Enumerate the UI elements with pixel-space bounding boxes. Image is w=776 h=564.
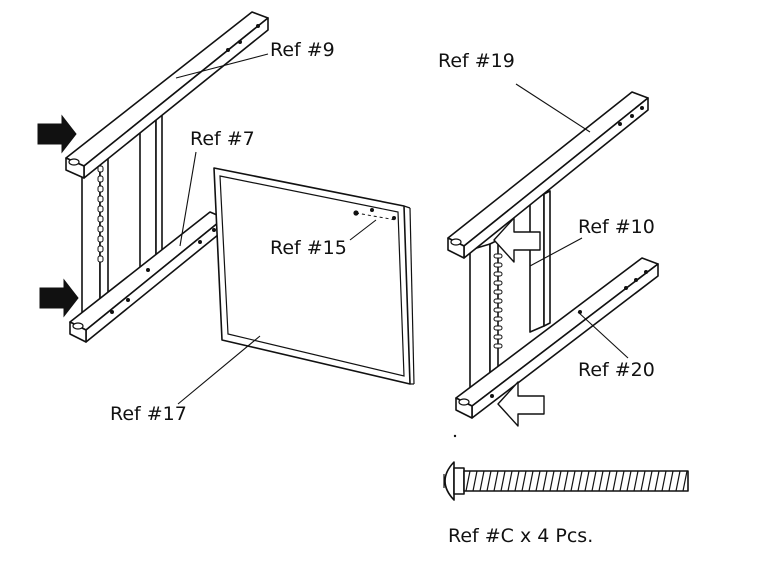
- left-slot-column: [97, 165, 104, 263]
- right-frame-assembly: [447, 91, 659, 427]
- leader-lines: [175, 53, 629, 405]
- label-refC: Ref #C x 4 Pcs.: [448, 525, 593, 547]
- top-rail-ref19: [447, 91, 649, 259]
- top-rail-ref9: [65, 11, 269, 179]
- left-frame-assembly: [37, 11, 269, 343]
- label-ref17: Ref #17: [110, 403, 187, 425]
- center-panel-ref17: [213, 167, 415, 385]
- bottom-rail-ref20: [455, 257, 659, 419]
- labels: Ref #9 Ref #7 Ref #15 Ref #17 Ref #19 Re…: [110, 39, 655, 547]
- label-ref19: Ref #19: [438, 50, 515, 72]
- label-ref10: Ref #10: [578, 216, 655, 238]
- label-ref9: Ref #9: [270, 39, 335, 61]
- label-ref20: Ref #20: [578, 359, 655, 381]
- label-ref7: Ref #7: [190, 128, 255, 150]
- arrow-left-icon: [493, 217, 541, 263]
- label-ref15: Ref #15: [270, 237, 347, 259]
- screw-icon: [443, 434, 689, 501]
- arrow-left-icon: [497, 381, 545, 427]
- right-slot-column: [493, 253, 503, 349]
- arrow-right-icon: [39, 278, 79, 318]
- arrow-right-icon: [37, 114, 77, 154]
